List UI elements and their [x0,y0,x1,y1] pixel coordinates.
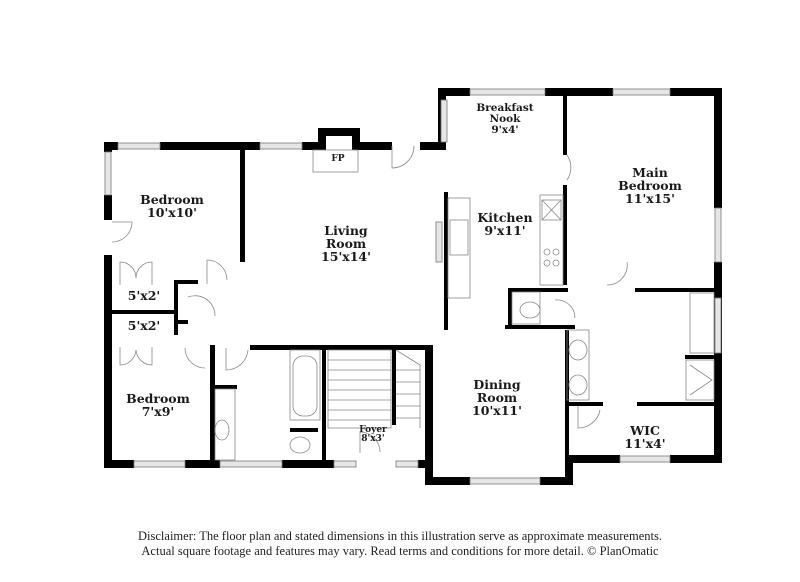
sink [449,219,469,256]
room-label-breakfast-nook: Breakfast Nook 9'x4' [476,102,534,137]
kitchen-counter [447,197,471,299]
disclaimer-line-1: Disclaimer: The floor plan and stated di… [138,529,662,543]
windows [104,88,722,485]
room-label-closet-1: 5'x2' [127,288,161,303]
disclaimer-line-2: Actual square footage and features may v… [141,544,659,558]
room-label-main-bedroom: Main Bedroom 11'x15' [618,165,682,207]
disclaimer: Disclaimer: The floor plan and stated di… [0,529,800,559]
exterior-walls [104,88,722,485]
room-label-bedroom-2: Bedroom 7'x9' [126,391,190,420]
room-label-bedroom-1: Bedroom 10'x10' [140,192,204,221]
room-label-dining-room: Dining Room 10'x11' [472,377,522,419]
stairs [327,349,421,429]
room-label-closet-2: 5'x2' [127,318,161,333]
room-label-kitchen: Kitchen 9'x11' [477,210,533,239]
kitchen-cabinets [539,194,564,286]
interior-walls [112,95,719,465]
door-swings [111,145,628,453]
floor-plan [104,88,722,485]
fixtures [214,149,715,461]
room-label-living-room: Living Room 15'x14' [321,223,371,265]
room-label-wic: WIC 11'x4' [624,423,666,452]
fireplace-hearth [312,149,359,173]
room-label-foyer: Foyer 8'x3' [359,425,387,445]
fireplace-label: FP [331,154,345,164]
